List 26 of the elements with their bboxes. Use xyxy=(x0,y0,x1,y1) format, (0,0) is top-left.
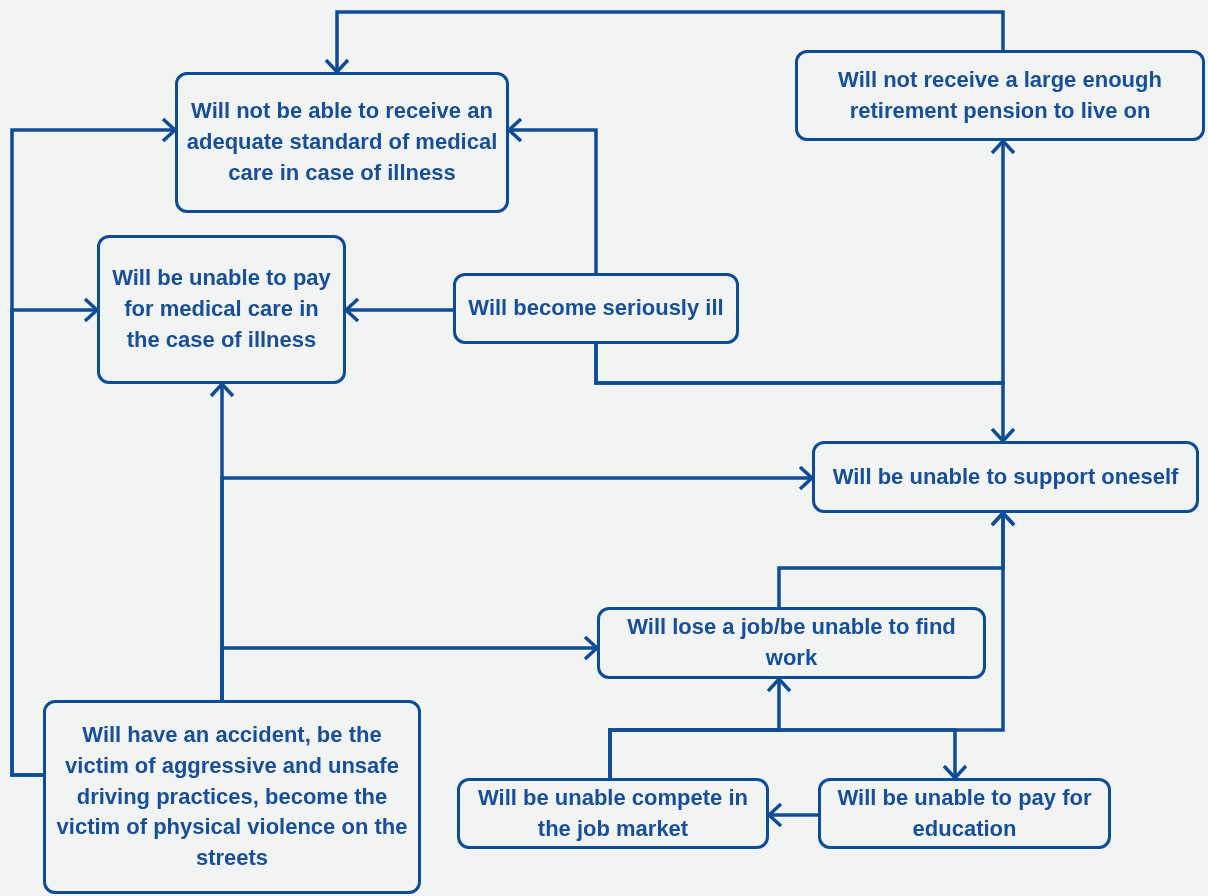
box-text: Will become seriously ill xyxy=(468,294,724,323)
box-text: Will be unable to pay for medical care in the case of illness xyxy=(111,264,332,354)
box-text: Will lose a job/be unable to find work xyxy=(626,613,957,672)
statement-box xyxy=(175,72,509,213)
arrow xyxy=(767,802,818,828)
arrow xyxy=(344,297,453,323)
statement-box xyxy=(453,273,739,344)
box-text: Will not receive a large enough retirement pension to live on xyxy=(837,65,1163,125)
box-text: Will not be able to receive an adequate standard of medical care in case of illness xyxy=(186,97,498,187)
statement-box xyxy=(97,235,346,384)
box-text: Will have an accident, be the victim of aggressive and unsafe driving practices, become the victim of physical violence on the streets xyxy=(55,721,409,873)
statement-box xyxy=(597,607,986,679)
statement-box xyxy=(795,50,1205,141)
statement-box xyxy=(457,778,769,849)
box-text: Will be unable compete in the job market xyxy=(477,783,749,843)
arrow xyxy=(507,117,598,273)
box-text: Will be unable to pay for education xyxy=(836,783,1093,843)
arrow xyxy=(594,344,1016,443)
arrow xyxy=(220,635,599,700)
statement-box xyxy=(812,441,1199,513)
statement-box xyxy=(43,700,421,894)
arrow xyxy=(10,297,99,777)
box-text: Will be unable to support oneself xyxy=(832,462,1179,491)
statement-box xyxy=(818,778,1111,849)
arrow xyxy=(324,10,1005,74)
arrow xyxy=(608,728,968,780)
